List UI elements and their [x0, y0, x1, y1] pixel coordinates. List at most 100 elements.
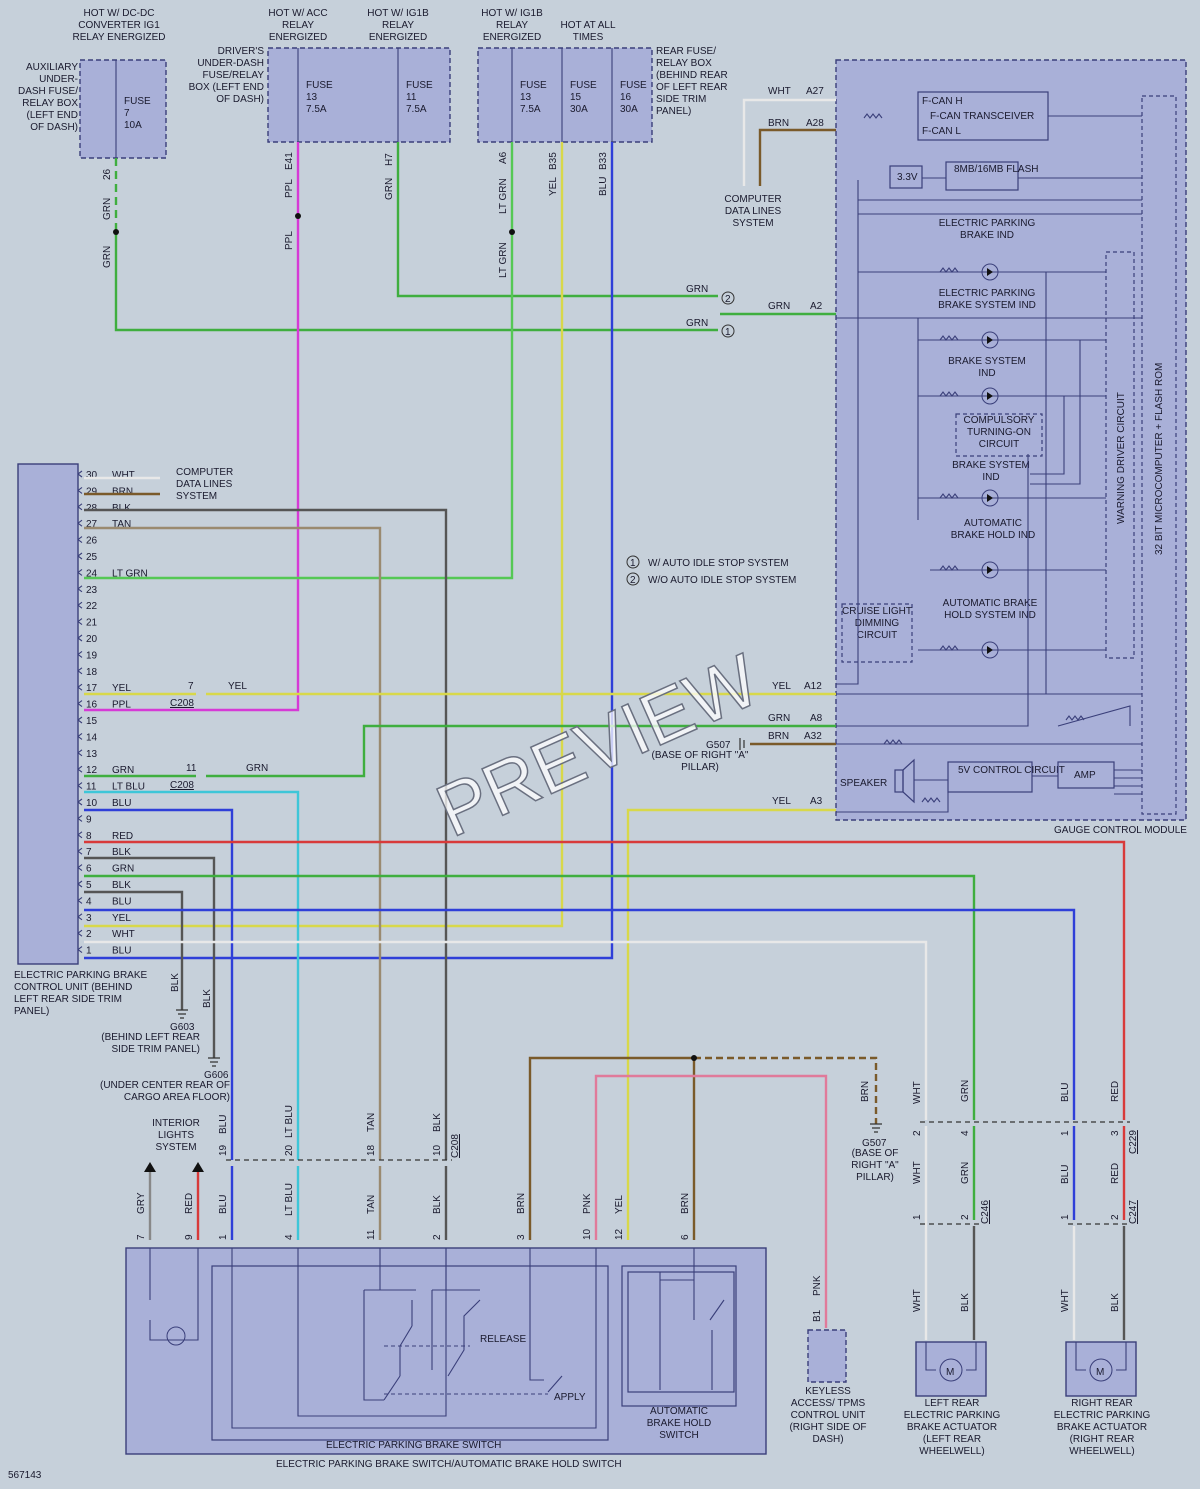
epb-pin-color: BLK: [112, 880, 131, 891]
fuse-15-amp: 30A: [570, 104, 588, 115]
can-wht-color: WHT: [768, 86, 791, 97]
epb-pin-color: PPL: [112, 700, 131, 711]
fuse-box-rear-label: REAR FUSE/ RELAY BOX (BEHIND REAR OF LEF…: [656, 46, 728, 117]
c208a-pin: 7: [188, 681, 194, 692]
indicator-led-icon: [981, 641, 999, 659]
resistor-icon: [939, 391, 959, 397]
epb-pin-color: GRN: [112, 765, 134, 776]
c247-label: C247: [1128, 1200, 1139, 1224]
fuse-13a-name: FUSE: [306, 80, 333, 91]
epb-pin-number: 14: [86, 732, 98, 743]
g606-loc: (UNDER CENTER REAR OF CARGO AREA FLOOR): [99, 1080, 230, 1103]
epb-pin-number: 2: [86, 929, 92, 940]
amp-label: AMP: [1074, 770, 1096, 781]
epb-pin-terminal: [77, 634, 83, 642]
gauge-a8-pin: A8: [810, 713, 823, 724]
c208-c20: LT BLU: [284, 1105, 295, 1138]
can-lines: WHT A27 BRN A28 COMPUTER DATA LINES SYST…: [724, 86, 836, 229]
v5-label: 5V CONTROL CIRCUIT: [958, 765, 1065, 776]
fuse-16-name: FUSE: [620, 80, 647, 91]
g603-wire: BLK: [170, 973, 181, 992]
epb-pin-color: YEL: [112, 913, 131, 924]
act-r-p3: 3: [1110, 1130, 1121, 1136]
b33-color: BLU: [598, 177, 609, 196]
resistor-icon: [939, 645, 959, 651]
act-r-p1b: 1: [1060, 1214, 1071, 1220]
resistor-icon: [939, 267, 959, 273]
indicator-led-icon: [981, 561, 999, 579]
epb-pin-color: BRN: [112, 486, 133, 497]
gauge-brn-a32: BRN: [768, 731, 789, 742]
epb-pin-color: WHT: [112, 929, 135, 940]
gauge-control-module: 32 BIT MICROCOMPUTER + FLASH ROM WARNING…: [835, 59, 1187, 836]
epb-pin-number: 12: [86, 765, 98, 776]
h7-pin: H7: [384, 153, 395, 166]
right-actuator-label: RIGHT REAR ELECTRIC PARKING BRAKE ACTUAT…: [1053, 1398, 1151, 1457]
keyless-label: KEYLESS ACCESS/ TPMS CONTROL UNIT (RIGHT…: [789, 1386, 867, 1445]
g507b-loc: (BASE OF RIGHT "A" PILLAR): [851, 1148, 899, 1183]
bw-p9: 9: [184, 1234, 195, 1240]
c208a-conn: C208: [170, 698, 194, 709]
gauge-grn-a2: GRN: [768, 301, 790, 312]
bw-p10: 10: [582, 1228, 593, 1240]
a6-color2: LT GRN: [498, 242, 509, 278]
splice-dots: [113, 213, 697, 1061]
act-l-wht3: WHT: [912, 1289, 923, 1312]
diode-arrow-icon: [987, 646, 993, 654]
micro-label: 32 BIT MICROCOMPUTER + FLASH ROM: [1154, 363, 1165, 555]
diode-arrow-icon: [987, 494, 993, 502]
ind-brake-sys-label: BRAKE SYSTEM IND: [948, 356, 1026, 379]
gauge-a2-pin: A2: [810, 301, 823, 312]
w26-color2: GRN: [102, 246, 113, 268]
resistor-icon: [1065, 715, 1085, 721]
epb-control-unit: ELECTRIC PARKING BRAKE CONTROL UNIT (BEH…: [14, 463, 234, 1017]
resistor-icon: [921, 797, 941, 803]
diode-arrow-icon: [987, 566, 993, 574]
c208-p18: 18: [366, 1144, 377, 1156]
c208-row: 19 BLU 20 LT BLU 18 TAN 10 BLK C208: [218, 1105, 461, 1158]
ind-brake-sys2-label: BRAKE SYSTEM IND: [952, 460, 1030, 483]
epb-pin-terminal: [77, 667, 83, 675]
gauge-title: GAUGE CONTROL MODULE: [1054, 825, 1187, 836]
fuse-box-aux: AUXILIARY UNDER-DASH FUSE/ RELAY BOX (LE…: [18, 59, 167, 159]
epb-pin-number: 1: [86, 946, 92, 957]
gauge-a32-pin: A32: [804, 731, 822, 742]
epb-pin-color: LT BLU: [112, 782, 145, 793]
fuse-15-name: FUSE: [570, 80, 597, 91]
g507b-wire: BRN: [860, 1081, 871, 1102]
epb-pin-terminal: [77, 814, 83, 822]
epb-pin-color: TAN: [112, 519, 131, 530]
can-a28-pin: A28: [806, 118, 824, 129]
epb-pin-color: WHT: [112, 470, 135, 481]
g606-wire: BLK: [202, 989, 213, 1008]
epb-pin-number: 29: [86, 486, 98, 497]
ground-g507-top: G507 (BASE OF RIGHT "A" PILLAR): [652, 738, 748, 773]
epb-computer-label: COMPUTER DATA LINES SYSTEM: [176, 467, 234, 502]
epb-pin-terminal: [77, 896, 83, 904]
epb-pin-number: 8: [86, 831, 92, 842]
epb-pin-terminal: [77, 568, 83, 576]
fuse-11-name: FUSE: [406, 80, 433, 91]
bw-p4: 4: [284, 1234, 295, 1240]
act-r-red: RED: [1110, 1081, 1121, 1102]
opt-1-mark: 1: [725, 327, 731, 338]
epb-pin-color: BLK: [112, 847, 131, 858]
can-computer-label: COMPUTER DATA LINES SYSTEM: [724, 194, 782, 229]
epb-pin-terminal: [77, 700, 83, 708]
indicator-led-icon: [981, 489, 999, 507]
e41-pin: E41: [284, 152, 295, 170]
c208-c19: BLU: [218, 1115, 229, 1134]
resistor-icon: [883, 739, 903, 745]
label-hot-dcdc: HOT W/ DC-DC CONVERTER IG1 RELAY ENERGIZ…: [72, 8, 166, 43]
switch-assembly-title: ELECTRIC PARKING BRAKE SWITCH/AUTOMATIC …: [276, 1459, 622, 1470]
fuse-box-rear: REAR FUSE/ RELAY BOX (BEHIND REAR OF LEF…: [477, 46, 728, 143]
epb-pin-number: 19: [86, 650, 98, 661]
epb-pin-color: BLK: [112, 503, 131, 514]
b33-pin: B33: [598, 152, 609, 170]
fuse-11-num: 11: [406, 92, 417, 103]
e41-color2: PPL: [284, 231, 295, 250]
fuse-7-name: FUSE: [124, 96, 151, 107]
epb-pin-number: 17: [86, 683, 98, 694]
